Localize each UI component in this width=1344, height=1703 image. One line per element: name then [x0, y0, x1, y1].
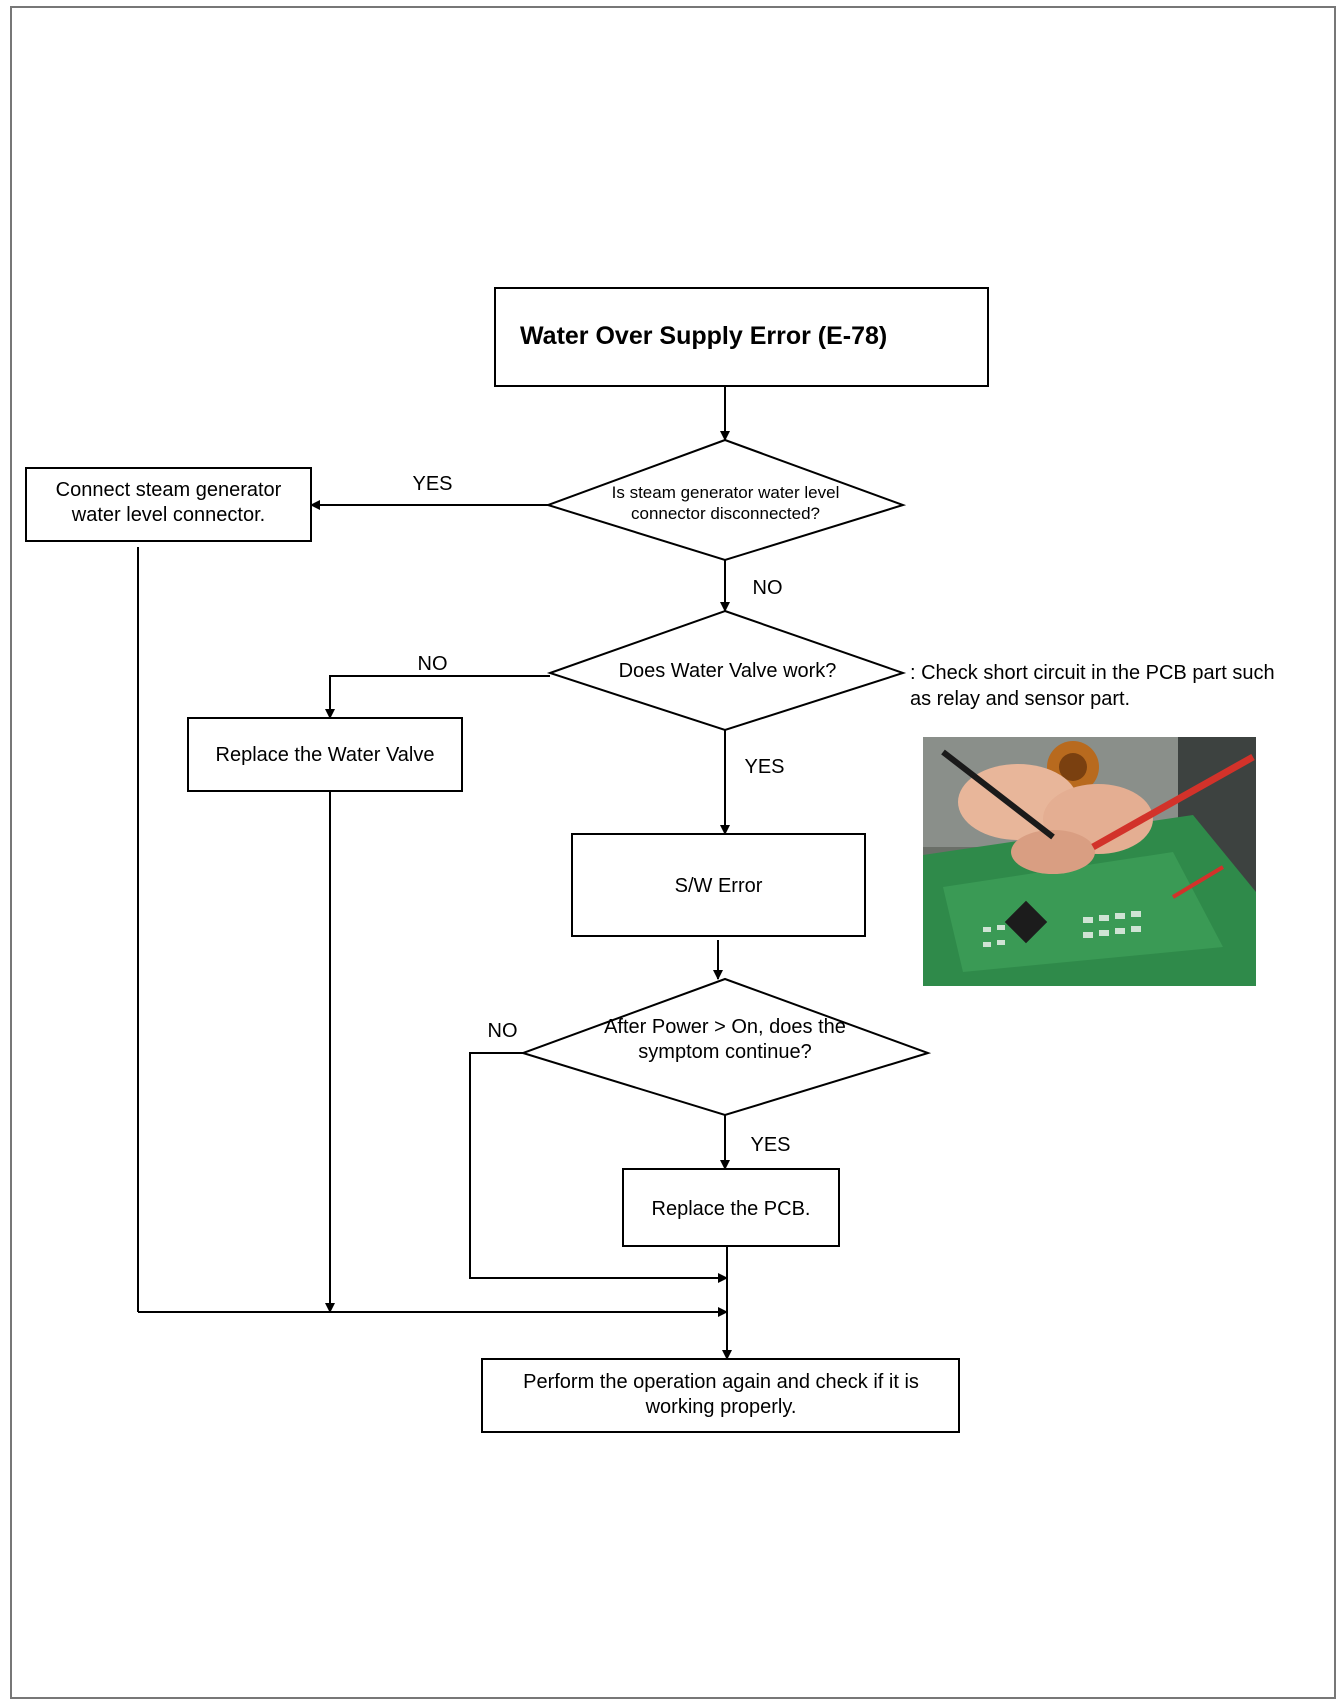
q1-no-label: NO	[752, 577, 783, 599]
q2-yes-label: YES	[744, 756, 785, 778]
decision-connector-text: Is steam generator water level connector…	[611, 483, 840, 524]
q1-yes-label: YES	[412, 473, 453, 495]
sw-error-box	[571, 833, 866, 937]
pcb-probe-photo	[923, 737, 1256, 986]
final-box	[481, 1358, 960, 1433]
replace-valve-text: Replace the Water Valve	[215, 744, 435, 766]
sw-error-text: S/W Error	[674, 875, 763, 897]
title-box	[494, 287, 989, 387]
q2-no-label: NO	[417, 653, 448, 675]
replace-pcb-box	[622, 1168, 840, 1247]
page-title: Water Over Supply Error (E-78)	[520, 322, 888, 350]
arrow-q2-no	[325, 675, 550, 719]
decision-valve-text: Does Water Valve work?	[618, 660, 837, 682]
decision-power-text: After Power > On, does the symptom conti…	[604, 1016, 846, 1063]
q3-yes-label: YES	[750, 1134, 791, 1156]
replace-valve-box	[187, 717, 463, 792]
q3-no-label: NO	[487, 1020, 518, 1042]
final-box-text: Perform the operation again and check if…	[523, 1371, 919, 1418]
connect-box-text: Connect steam generator water level conn…	[55, 479, 282, 526]
replace-pcb-text: Replace the PCB.	[651, 1198, 811, 1220]
arrow-q3-no	[469, 1052, 728, 1283]
pcb-check-note: : Check short circuit in the PCB part su…	[910, 662, 1275, 710]
page-frame	[10, 6, 1336, 1699]
